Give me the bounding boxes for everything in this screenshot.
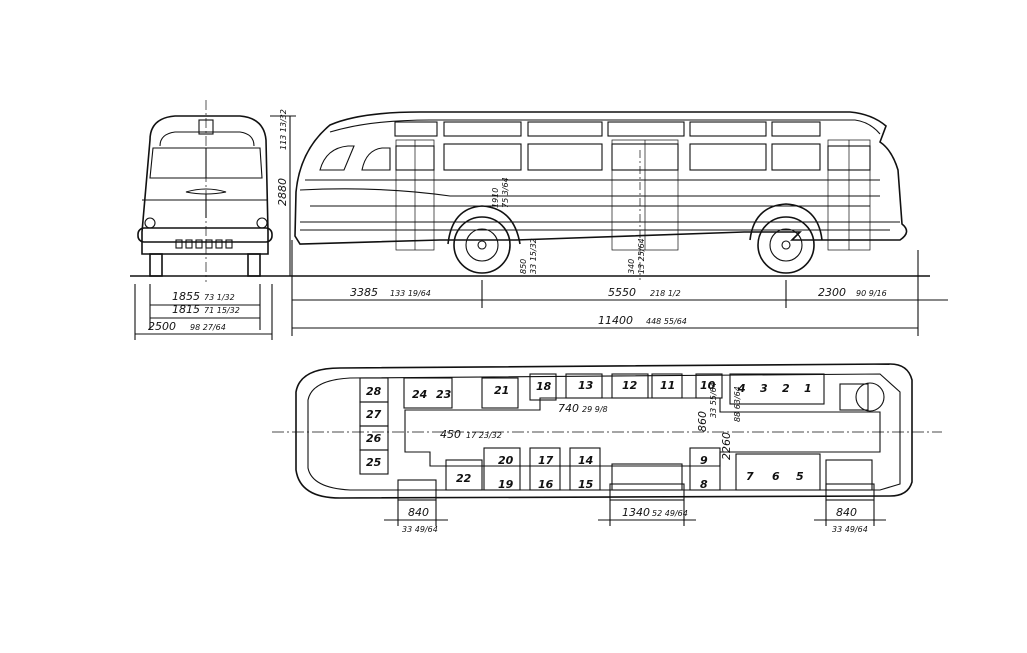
main-windows (319, 143, 871, 171)
aisle-width-dim-in: 17 23/32 (466, 431, 502, 440)
seat-number: 19 (498, 478, 514, 491)
seat-numbers-bottom: 22 20 19 17 16 14 15 9 8 7 6 5 (456, 454, 804, 491)
seat-number: 11 (660, 379, 675, 392)
width-dim: 2500 (148, 320, 176, 333)
seat-number: 27 (366, 408, 382, 421)
step-height-dim: 850 (519, 259, 528, 274)
inner-width-dim-in: 33 55/64 (709, 382, 718, 418)
rear-door-dim-in: 33 49/64 (402, 525, 438, 534)
seat-number: 20 (498, 454, 514, 467)
seat-number: 3 (760, 382, 768, 395)
front-view: 2880 113 13/32 1855 73 1/32 1815 71 15/3… (130, 100, 930, 340)
seat-numbers-left: 27 26 25 (366, 408, 382, 469)
front-door-dim: 840 (836, 506, 857, 519)
upper-windows (394, 121, 821, 137)
door-steps (397, 479, 875, 501)
seat-number: 4 (737, 382, 746, 395)
seat-blocks-top (359, 373, 885, 412)
seat-number: 13 (578, 379, 594, 392)
wheelbase-dim: 5550 (608, 286, 636, 299)
seat-number: 22 (456, 472, 472, 485)
front-door-dim-in: 33 49/64 (832, 525, 868, 534)
rear-door-dim: 840 (408, 506, 429, 519)
seat-number: 7 (746, 470, 754, 483)
seat-number: 14 (578, 454, 593, 467)
seat-pitch-dim-in: 29 9/8 (582, 405, 608, 414)
clearance-dim-in: 13 25/64 (637, 238, 646, 274)
track-rear-dim-in: 71 15/32 (204, 306, 240, 315)
wheelbase-dim-in: 218 1/2 (650, 289, 681, 298)
seat-number: 8 (700, 478, 708, 491)
seat-number: 10 (700, 379, 716, 392)
seat-pitch-dim: 740 (558, 402, 579, 415)
seat-number: 18 (536, 380, 552, 393)
width-dim-in: 98 27/64 (190, 323, 226, 332)
seat-number: 1 (804, 382, 812, 395)
seat-numbers-top: 28 24 23 21 18 13 12 11 10 4 3 2 1 (366, 379, 812, 401)
seat-number: 16 (538, 478, 554, 491)
front-height-dim-in: 113 13/32 (279, 109, 288, 150)
rear-overhang-dim: 2300 (818, 286, 846, 299)
seat-number: 21 (494, 384, 509, 397)
overall-length-dim-in: 448 55/64 (646, 317, 687, 326)
floor-height-dim: 1910 (491, 188, 500, 208)
track-front-dim: 1855 (172, 290, 200, 303)
seat-blocks-left (359, 401, 389, 475)
front-overhang-dim-in: 133 19/64 (390, 289, 431, 298)
step-height-dim-in: 33 15/32 (529, 238, 538, 274)
aisle-width-dim: 450 (440, 428, 461, 441)
clearance-dim: 340 (627, 259, 636, 274)
seat-number: 6 (772, 470, 780, 483)
front-height-dim: 2880 (276, 178, 289, 206)
seat-number: 25 (366, 456, 382, 469)
seat-number: 23 (436, 388, 452, 401)
rear-overhang-dim-in: 90 9/16 (856, 289, 887, 298)
front-overhang-dim: 3385 (350, 286, 378, 299)
body-width-dim-in: 88 63/64 (733, 386, 742, 422)
seat-number: 17 (538, 454, 554, 467)
seat-number: 28 (366, 385, 382, 398)
floor-height-dim-in: 75 3/64 (501, 177, 510, 208)
overall-length-dim: 11400 (598, 314, 633, 327)
seat-blocks-bottom (445, 447, 873, 491)
seat-number: 9 (700, 454, 708, 467)
seat-number: 5 (796, 470, 804, 483)
seat-number: 24 (412, 388, 427, 401)
seat-number: 12 (622, 379, 638, 392)
track-rear-dim: 1815 (172, 303, 200, 316)
seat-number: 26 (366, 432, 382, 445)
side-view: 1910 75 3/64 850 33 15/32 340 13 25/64 3… (291, 111, 948, 336)
track-front-dim-in: 73 1/32 (204, 293, 235, 302)
mid-door-dim-in: 52 49/64 (652, 509, 688, 518)
seat-number: 2 (782, 382, 790, 395)
mid-door-dim: 1340 (622, 506, 650, 519)
seat-number: 15 (578, 478, 594, 491)
inner-width-dim: 860 (696, 411, 709, 432)
body-width-dim: 2260 (720, 432, 733, 460)
floor-plan: 28 24 23 21 18 13 12 11 10 4 3 2 1 27 26… (272, 363, 942, 534)
